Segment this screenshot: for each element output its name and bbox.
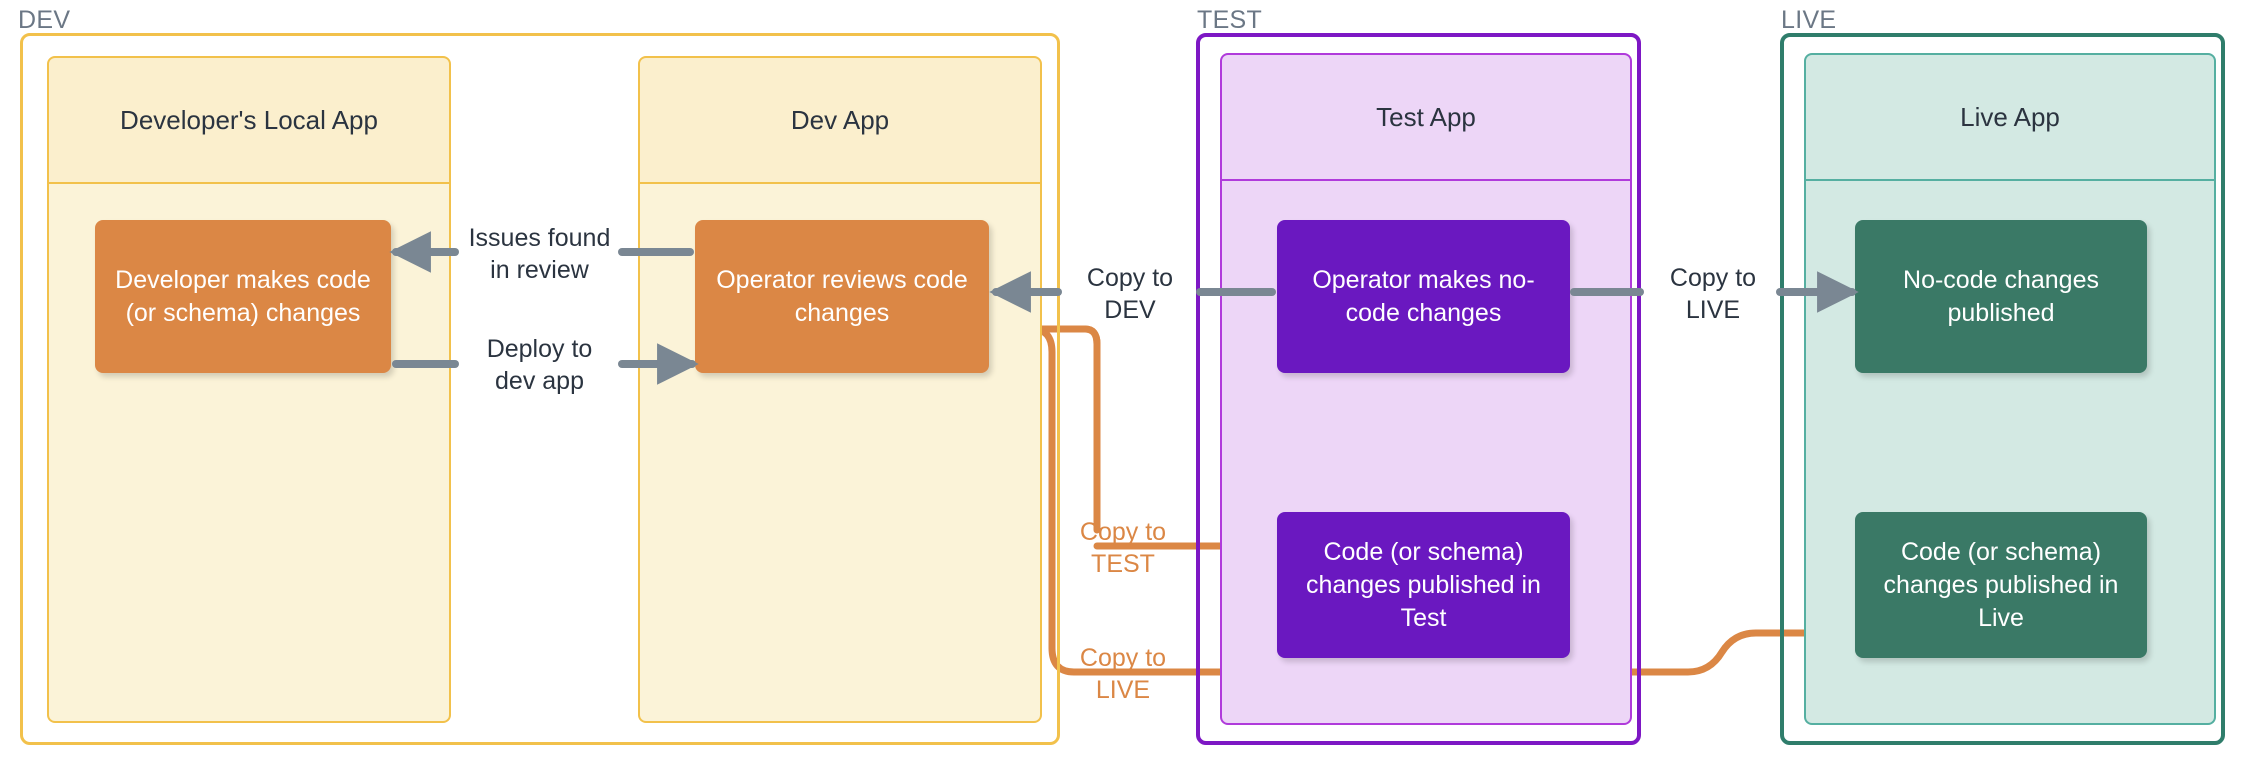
- env-label-dev: DEV: [18, 6, 71, 34]
- connector-label-copy-to-test: Copy to TEST: [1079, 518, 1167, 578]
- connector-label-copy-to-dev: Copy to DEV: [1086, 264, 1174, 324]
- app-header-test-app: Test App: [1220, 53, 1632, 181]
- app-title-live-app: Live App: [1960, 101, 2060, 132]
- app-title-test-app: Test App: [1376, 101, 1476, 132]
- card-code-published-live: Code (or schema) changes published in Li…: [1855, 512, 2147, 658]
- app-title-local-app: Developer's Local App: [120, 104, 378, 135]
- path-copy-to-test-vert: [985, 325, 1101, 532]
- connector-label-issues-found-in-review: Issues found in review: [468, 224, 611, 284]
- app-header-dev-app: Dev App: [638, 56, 1042, 184]
- card-developer-makes-changes: Developer makes code (or schema) changes: [95, 220, 391, 373]
- card-operator-no-code-changes: Operator makes no-code changes: [1277, 220, 1570, 373]
- env-container-test: [1196, 33, 1641, 745]
- app-title-dev-app: Dev App: [790, 104, 890, 135]
- env-label-live: LIVE: [1781, 6, 1837, 34]
- env-container-live: [1780, 33, 2225, 745]
- connector-label-copy-to-live-code: Copy to LIVE: [1079, 644, 1167, 704]
- card-operator-reviews-code: Operator reviews code changes: [695, 220, 989, 373]
- path-copy-to-live-code: [985, 325, 1844, 676]
- card-no-code-published-live: No-code changes published: [1855, 220, 2147, 373]
- env-label-test: TEST: [1197, 6, 1263, 34]
- env-container-dev: [20, 33, 1060, 745]
- connector-label-copy-to-live-nocode: Copy to LIVE: [1669, 264, 1757, 324]
- card-code-published-test: Code (or schema) changes published in Te…: [1277, 512, 1570, 658]
- connector-label-deploy-to-dev-app: Deploy to dev app: [486, 335, 593, 395]
- app-header-live-app: Live App: [1804, 53, 2216, 181]
- app-header-local-app: Developer's Local App: [47, 56, 451, 184]
